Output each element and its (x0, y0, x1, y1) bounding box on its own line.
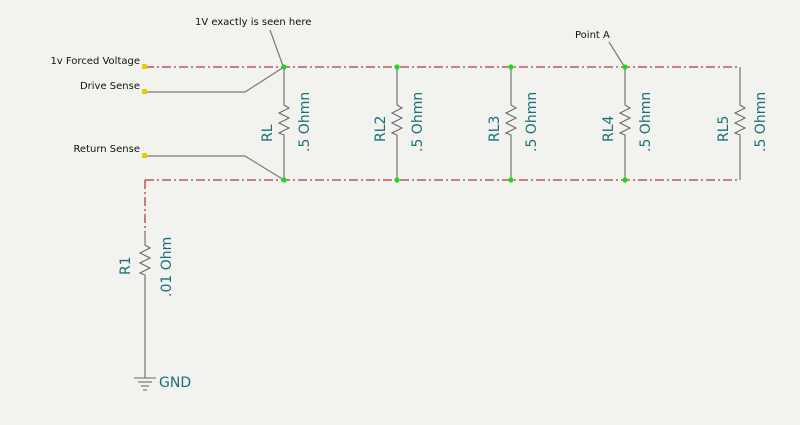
resistor-value-rl5: .5 Ohmn (753, 92, 769, 152)
return-sense-label: Return Sense (73, 144, 140, 155)
drive-sense-wire (145, 66, 285, 93)
load-resistor-rl4: RL4 .5 Ohmn (601, 67, 654, 180)
junctions (281, 64, 628, 183)
resistor-ref-rl2: RL2 (373, 116, 389, 142)
load-resistor-rl: RL .5 Ohmn (260, 67, 313, 180)
load-resistor-rl5: RL5 .5 Ohmn (716, 67, 769, 180)
exact-voltage-leader (269, 29, 284, 67)
resistor-ref-rl3: RL3 (487, 116, 503, 142)
resistor-symbol (733, 67, 747, 180)
resistor-symbol (390, 67, 404, 180)
resistor-ref-rl4: RL4 (601, 115, 617, 142)
drive-sense-pin (142, 89, 147, 94)
resistor-value-rl2: .5 Ohmn (410, 92, 426, 152)
ground-symbol-icon (134, 377, 156, 391)
resistor-value-rl: .5 Ohmn (297, 92, 313, 152)
resistor-value-rl3: .5 Ohmn (524, 92, 540, 152)
resistor-value-r1: .01 Ohm (159, 237, 175, 297)
junction-dot (622, 64, 628, 70)
resistor-value-rl4: .5 Ohmn (638, 92, 654, 152)
return-sense-pin (142, 153, 147, 158)
load-resistor-rl2: RL2 .5 Ohmn (373, 67, 426, 180)
drive-sense-label: Drive Sense (80, 81, 140, 92)
resistor-symbol (138, 232, 152, 378)
resistor-symbol (618, 67, 632, 180)
junction-dot (281, 177, 287, 183)
point-a-leader (608, 41, 625, 67)
load-resistor-rl3: RL3 .5 Ohmn (487, 67, 540, 180)
forced-voltage-pin (142, 64, 147, 69)
resistor-symbol (504, 67, 518, 180)
resistor-symbol (277, 67, 291, 180)
junction-dot (508, 64, 514, 70)
return-sense-wire (145, 155, 285, 181)
forced-voltage-label: 1v Forced Voltage (50, 56, 140, 67)
resistor-ref-rl5: RL5 (716, 116, 732, 142)
sense-resistor-r1: R1 .01 Ohm (118, 232, 175, 378)
ground-label: GND (159, 375, 191, 391)
junction-dot (508, 177, 514, 183)
point-a-note: Point A (575, 30, 610, 41)
resistor-ref-r1: R1 (118, 256, 134, 275)
junction-dot (281, 64, 287, 70)
junction-dot (394, 177, 400, 183)
junction-dot (394, 64, 400, 70)
exact-voltage-note: 1V exactly is seen here (195, 17, 311, 28)
junction-dot (622, 177, 628, 183)
resistor-ref-rl: RL (260, 124, 276, 142)
